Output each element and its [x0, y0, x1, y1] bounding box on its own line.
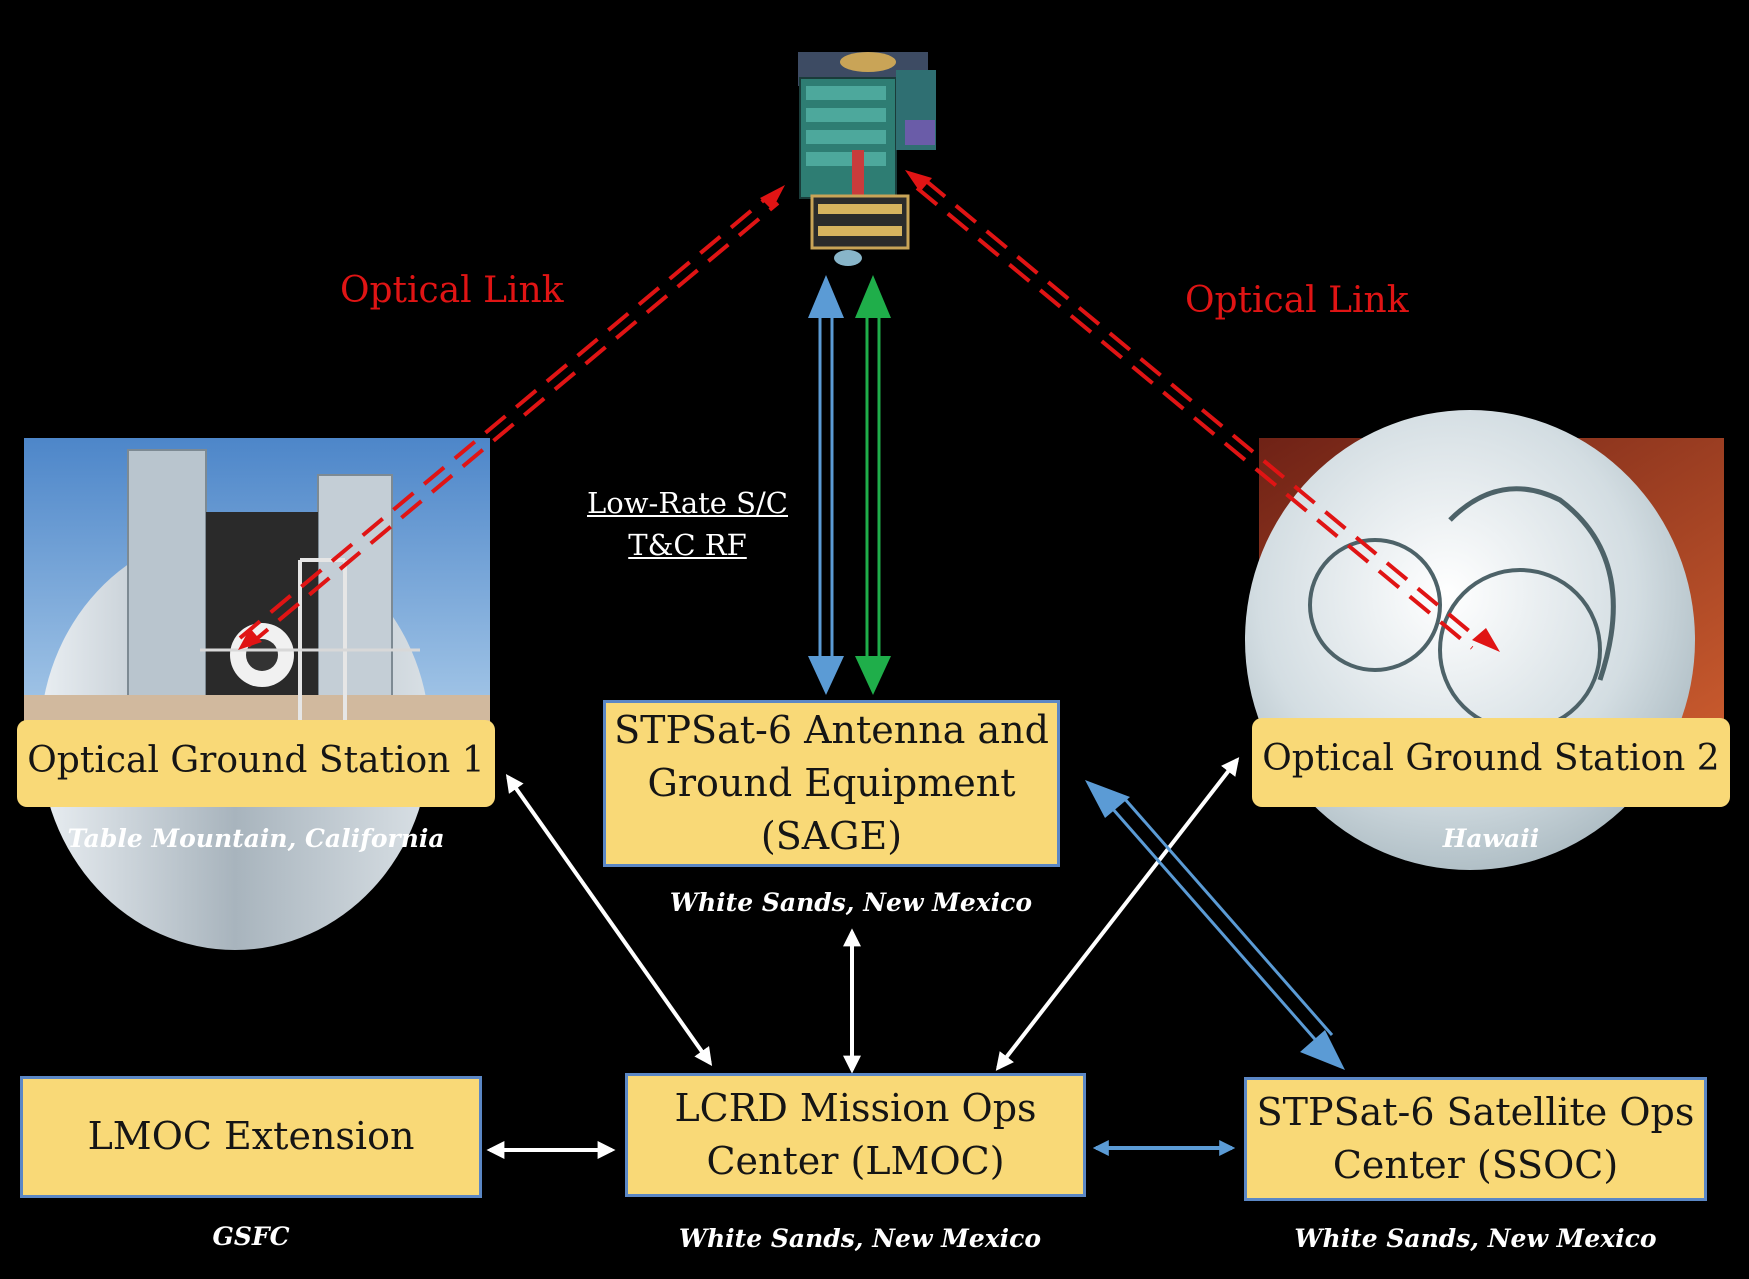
- optical-link-right: [915, 178, 1482, 650]
- lmoc-title: LCRD Mission Ops Center (LMOC): [674, 1085, 1037, 1183]
- lmoc-location: White Sands, New Mexico: [678, 1224, 1042, 1253]
- rf-link-blue: [808, 275, 844, 695]
- sage-box: STPSat-6 Antenna and Ground Equipment (S…: [603, 700, 1060, 867]
- optical-link-left: [238, 193, 780, 648]
- optical-arrowhead-right-top: [905, 170, 932, 192]
- link-ogs1-lmoc: [505, 774, 713, 1066]
- ssoc-title: STPSat-6 Satellite Ops Center (SSOC): [1256, 1089, 1695, 1187]
- ogs1-title: Optical Ground Station 1: [27, 740, 485, 781]
- ogs2-location: Hawaii: [1442, 824, 1540, 853]
- link-ogs2-lmoc: [995, 757, 1240, 1071]
- optical-arrowhead-right-bottom: [1472, 628, 1500, 652]
- lmoc-extension-location: GSFC: [212, 1222, 290, 1251]
- sage-location: White Sands, New Mexico: [669, 888, 1033, 917]
- lmoc-extension-title: LMOC Extension: [87, 1114, 415, 1159]
- lmoc-box: LCRD Mission Ops Center (LMOC): [625, 1073, 1086, 1197]
- rf-link-label: Low-Rate S/C T&C RF: [587, 486, 788, 563]
- ssoc-box: STPSat-6 Satellite Ops Center (SSOC): [1244, 1077, 1707, 1201]
- ogs2-title: Optical Ground Station 2: [1262, 738, 1720, 779]
- optical-arrowhead-left-top: [760, 185, 785, 210]
- ssoc-location: White Sands, New Mexico: [1294, 1224, 1657, 1253]
- observatory-dome-photo: [24, 438, 490, 950]
- lmoc-extension-box: LMOC Extension: [20, 1076, 482, 1198]
- optical-link-left-label: Optical Link: [340, 270, 564, 311]
- satellite-icon: [798, 52, 936, 266]
- optical-arrowhead-left-bottom: [238, 628, 262, 650]
- sage-title: STPSat-6 Antenna and Ground Equipment (S…: [614, 707, 1049, 859]
- ogs1-box: Optical Ground Station 1: [17, 720, 495, 807]
- optical-link-right-label: Optical Link: [1185, 280, 1409, 321]
- ogs1-location: Table Mountain, California: [67, 824, 445, 853]
- rf-link-green: [855, 275, 891, 695]
- link-sage-ssoc: [1085, 780, 1345, 1070]
- ogs2-box: Optical Ground Station 2: [1252, 718, 1730, 807]
